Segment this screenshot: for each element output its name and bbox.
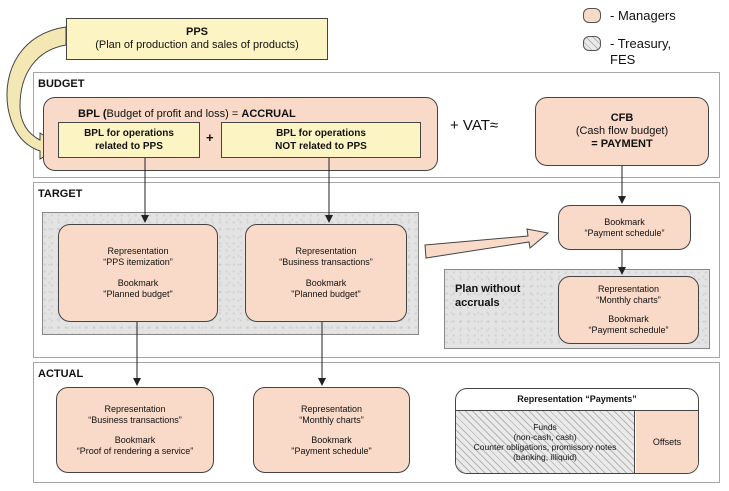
target-box1-rep: Representation [107,246,169,256]
plan-without-line2: accruals [455,297,500,309]
cfb-line2: (Cash flow budget) [575,125,669,137]
pps-subtitle: (Plan of production and sales of product… [95,39,299,51]
cfb-line3: = PAYMENT [591,138,653,150]
actual-box1-bm-name: “Proof of rendering a service” [76,445,194,456]
target-box3-bm-name: “Payment schedule” [588,325,669,335]
legend-managers-swatch [583,8,601,23]
budget-label: BUDGET [38,78,85,90]
target-box1-rep-name: “PPS itemization” [103,257,173,267]
bpl-ops-not-line2: NOT related to PPS [275,141,367,152]
target-box3-rep-name: “Monthly charts” [596,295,661,305]
actual-box2-rep-name: “Monthly charts” [299,414,364,425]
funds-line3: Counter obligations, promissory notes [473,442,617,452]
target-box-pps-itemization: Representation “PPS itemization” Bookmar… [58,224,218,322]
target-box1-bm-name: "Planned budget" [103,289,173,299]
actual-label: ACTUAL [38,368,84,380]
target-box3-rep: Representation [597,284,660,294]
bpl-ops-pps-line1: BPL for operations [84,128,174,139]
actual-box-monthly-charts: Representation “Monthly charts” Bookmark… [253,387,410,473]
payments-offsets-cell: Offsets [636,411,698,473]
pps-note: PPS (Plan of production and sales of pro… [66,18,328,60]
block-arrow-to-payment-schedule [424,228,550,259]
funds-line2: (non-cash, cash) [513,432,577,442]
offsets-label: Offsets [652,437,682,447]
target-box-business-transactions: Representation “Business transactions” B… [245,224,407,322]
bpl-prefix: BPL ( [78,108,107,120]
bpl-ops-pps-line2: related to PPS [95,141,163,152]
legend-treasury-swatch [583,36,601,51]
cfb-title: CFB [610,112,634,124]
actual-box1-bm: Bookmark [114,434,156,445]
plan-without-accruals-label: Plan without accruals [455,282,520,310]
actual-box2-rep: Representation [300,403,363,414]
actual-box2-bm-name: "Payment schedule" [291,445,372,456]
pps-title: PPS [185,26,208,38]
bpl-ops-not-line1: BPL for operations [276,128,366,139]
actual-box-business-transactions: Representation “Business transactions” B… [56,387,214,473]
target-box3-bm: Bookmark [608,314,649,324]
bpl-middle: Budget of profit and loss) = [106,108,242,120]
actual-box2-bm: Bookmark [311,434,352,445]
funds-line1: Funds [533,422,557,432]
plan-without-line1: Plan without [455,283,521,295]
legend-treasury-line1: - Treasury, [610,36,672,51]
target-bookmark-top-bm: Bookmark [604,216,645,227]
target-bookmark-payment-schedule: Bookmark “Payment schedule” [558,205,691,250]
target-bookmark-top-name: “Payment schedule” [584,227,665,238]
bpl-title: BPL (Budget of profit and loss) = ACCRUA… [78,108,296,120]
target-box2-rep-name: “Business transactions” [279,257,373,267]
actual-box1-rep: Representation [104,403,166,414]
target-label: TARGET [38,188,83,200]
bpl-ops-not-note: BPL for operations NOT related to PPS [221,122,421,158]
payments-title: Representation “Payments” [456,389,698,411]
target-box2-bm-name: "Planned budget" [291,289,361,299]
target-box1-bm: Bookmark [117,278,159,288]
payments-representation: Representation “Payments” Funds (non-cas… [455,388,699,474]
plus-sign: + [206,130,214,145]
legend-treasury-label: - Treasury, FES [610,36,671,68]
target-box2-bm: Bookmark [305,278,347,288]
target-box-monthly-charts: Representation “Monthly charts” Bookmark… [558,276,699,344]
bpl-suffix: ACCRUAL [241,108,296,120]
legend-managers-label: - Managers [610,8,676,23]
cfb-box: CFB (Cash flow budget) = PAYMENT [535,97,709,166]
bpl-ops-pps-note: BPL for operations related to PPS [58,122,200,158]
actual-box1-rep-name: “Business transactions” [88,414,182,425]
legend-treasury-line2: FES [610,52,636,67]
target-box2-rep: Representation [295,246,357,256]
vat-text: + VAT≈ [450,117,499,134]
payments-funds-cell: Funds (non-cash, cash) Counter obligatio… [456,411,635,473]
funds-line4: (banking, illiquid) [513,452,577,462]
